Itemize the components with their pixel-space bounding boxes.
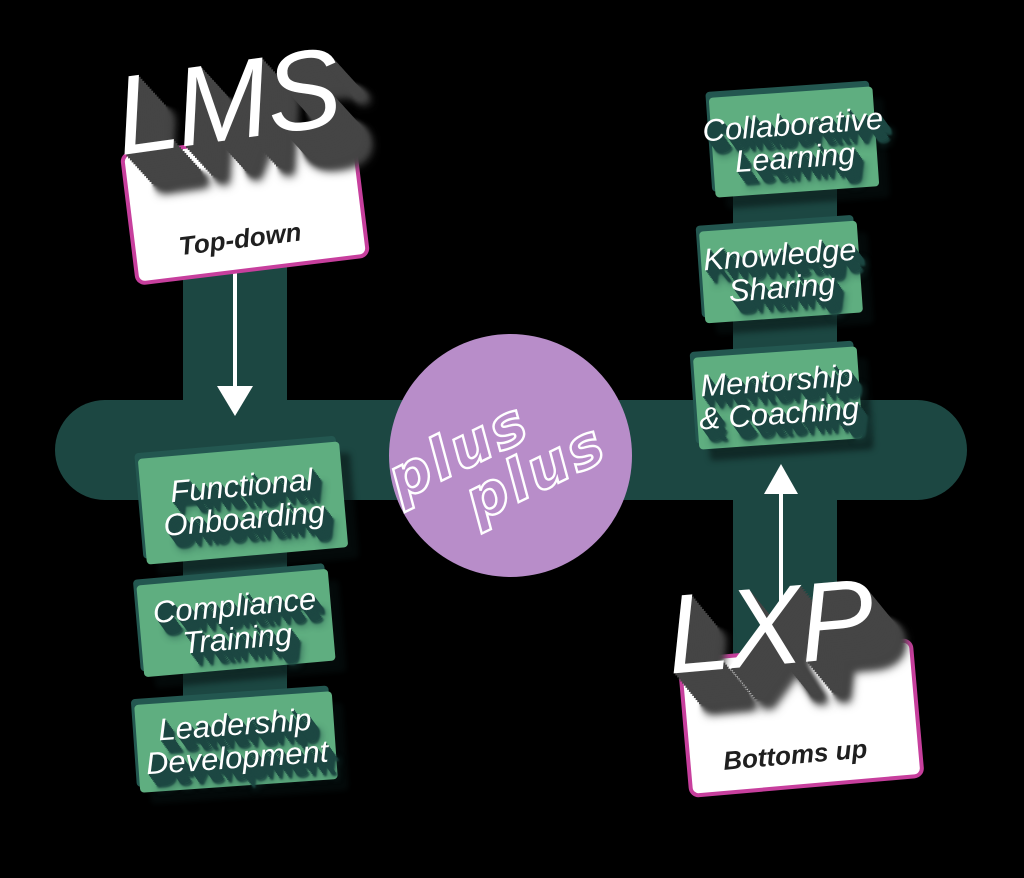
label-line: Learning <box>733 135 857 180</box>
plus-plus-badge: plus plus <box>375 334 632 577</box>
label-line: Sharing <box>727 266 837 309</box>
label-line: Training <box>181 616 294 661</box>
lxp-subtitle: Bottoms up <box>721 733 869 776</box>
lxp-item-mentorship-coaching: Mentorship & Coaching <box>692 346 864 450</box>
arrow-up-icon <box>764 464 798 494</box>
lxp-title: LXP <box>661 555 878 698</box>
arrow-down-icon <box>217 386 253 416</box>
lms-item-functional-onboarding: Functional Onboarding <box>137 441 349 565</box>
plus-plus-logo: plus plus <box>375 368 619 542</box>
lxp-item-collaborative-learning: Collaborative Learning <box>701 86 884 198</box>
label-line: & Coaching <box>697 390 861 437</box>
lms-down-arrow-line <box>233 252 237 388</box>
lxp-item-knowledge-sharing: Knowledge Sharing <box>698 220 864 324</box>
lms-item-leadership-development: Leadership Development <box>134 691 338 793</box>
lxp-up-arrow-line <box>779 492 783 622</box>
lms-subtitle: Top-down <box>177 216 304 262</box>
lms-title: LMS <box>107 23 347 179</box>
lms-item-compliance-training: Compliance Training <box>136 568 336 678</box>
